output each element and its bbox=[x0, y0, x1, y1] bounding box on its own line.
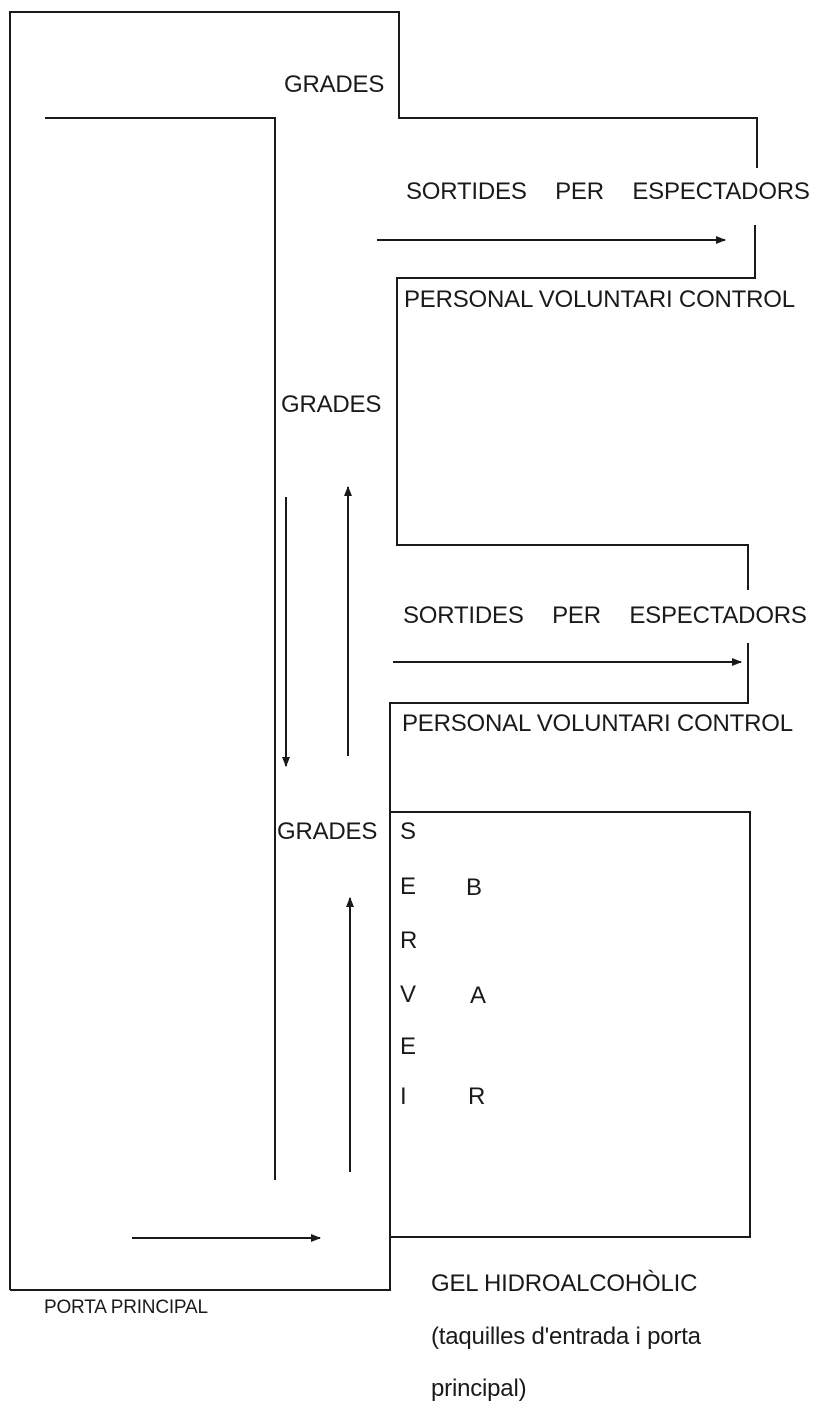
grades-label-top: GRADES bbox=[284, 71, 385, 98]
serveis-letter: I bbox=[400, 1083, 407, 1110]
control-label-2: PERSONAL VOLUNTARI CONTROL bbox=[402, 710, 793, 737]
serveis-letter: S bbox=[400, 818, 416, 845]
exit-label-1: SORTIDES PER ESPECTADORS bbox=[406, 178, 810, 205]
main-door-label: PORTA PRINCIPAL bbox=[44, 1297, 208, 1318]
bar-letter: A bbox=[470, 982, 486, 1009]
serveis-letter: E bbox=[400, 873, 416, 900]
gel-label-line2: (taquilles d'entrada i porta bbox=[431, 1323, 701, 1350]
control-label-1: PERSONAL VOLUNTARI CONTROL bbox=[404, 286, 795, 313]
bar-letter: R bbox=[468, 1083, 486, 1110]
bar-serveis-box bbox=[389, 811, 751, 1238]
serveis-letter: R bbox=[400, 927, 418, 954]
inner-wall bbox=[45, 117, 276, 1180]
gel-label-line1: GEL HIDROALCOHÒLIC bbox=[431, 1270, 698, 1297]
building-outline bbox=[9, 11, 758, 1291]
grades-label-middle: GRADES bbox=[281, 391, 382, 418]
exit-label-2: SORTIDES PER ESPECTADORS bbox=[403, 602, 807, 629]
gel-label-line3: principal) bbox=[431, 1375, 527, 1402]
grades-label-bottom: GRADES bbox=[277, 818, 378, 845]
serveis-letter: V bbox=[400, 981, 416, 1008]
bar-letter: B bbox=[466, 874, 482, 901]
serveis-letter: E bbox=[400, 1033, 416, 1060]
